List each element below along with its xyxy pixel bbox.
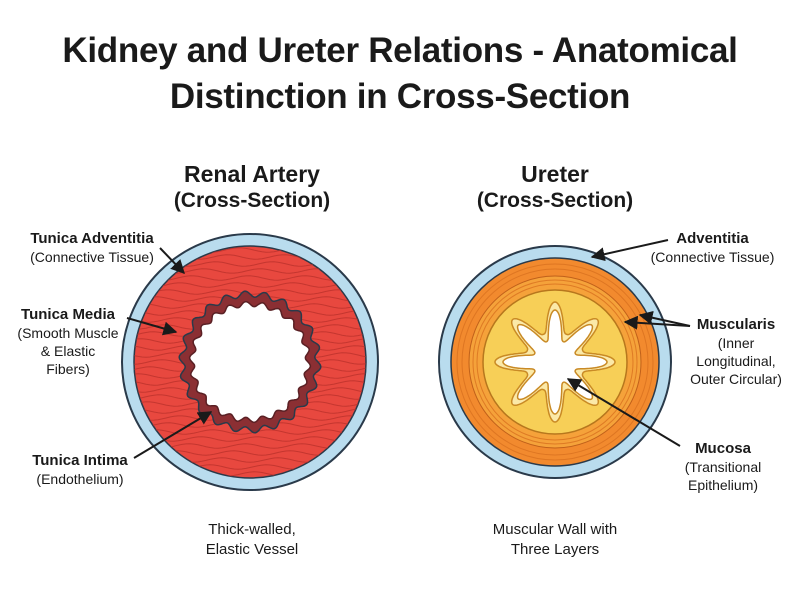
label-muscularis-name: Muscularis [696,316,776,333]
leader-mucosa [566,378,681,447]
ureter-cross-section [438,245,672,479]
title-line-1: Kidney and Ureter Relations - Anatomical [62,31,738,70]
ureter-caption-line-2: Three Layers [510,541,600,558]
artery-heading: Renal Artery (Cross-Section) [102,160,402,214]
label-tunica-adventitia-name: Tunica Adventitia [30,230,154,247]
ureter-muscle-rings [456,263,654,461]
label-muscularis-desc-3: Outer Circular) [690,371,782,387]
label-tunica-adventitia: Tunica Adventitia (Connective Tissue) [12,230,172,266]
label-tunica-media-name: Tunica Media [21,306,115,323]
label-muscularis-desc-1: (Inner [717,335,755,351]
media-fiber-line [134,429,366,435]
label-adventitia: Adventitia (Connective Tissue) [640,230,785,266]
media-fiber-line [134,436,366,442]
muscle-ring-line [461,268,649,456]
label-tunica-media: Tunica Media (Smooth Muscle & Elastic Fi… [8,306,128,378]
renal-artery-cross-section [121,233,379,491]
artery-heading-title: Renal Artery [184,161,320,187]
ureter-heading: Ureter (Cross-Section) [405,160,705,214]
label-adventitia-name: Adventitia [676,230,749,247]
artery-caption: Thick-walled, Elastic Vessel [122,520,382,560]
artery-lumen [188,300,312,424]
label-adventitia-desc: (Connective Tissue) [650,249,775,265]
ureter-heading-title: Ureter [521,161,589,187]
page-title: Kidney and Ureter Relations - Anatomical… [0,28,800,120]
label-mucosa-name: Mucosa [695,440,751,457]
artery-heading-subtitle: (Cross-Section) [173,189,331,212]
label-tunica-media-desc-1: (Smooth Muscle [17,325,119,341]
label-leader-lines [126,239,691,459]
muscle-ring-line [476,283,634,441]
ureter-heading-subtitle: (Cross-Section) [476,189,634,212]
leader-tunica-media [126,317,178,336]
media-fiber-line [134,282,366,288]
label-mucosa-desc-1: (Transitional [684,459,762,475]
media-fiber-line [134,275,366,281]
muscle-ring-line [456,263,654,461]
label-tunica-media-desc-2: & Elastic [40,343,96,359]
label-mucosa: Mucosa (Transitional Epithelium) [668,440,778,494]
label-mucosa-desc-2: Epithelium) [687,477,759,493]
leader-adventitia [590,239,669,262]
ureter-caption: Muscular Wall with Three Layers [425,520,685,560]
label-tunica-adventitia-desc: (Connective Tissue) [30,249,154,265]
ureter-lumen [502,309,608,415]
artery-caption-line-1: Thick-walled, [208,521,296,538]
muscle-ring-line [472,279,638,445]
ureter-caption-line-1: Muscular Wall with [492,521,618,538]
leader-tunica-intima [133,411,213,459]
leader-tunica-adventitia [159,247,185,275]
artery-caption-line-2: Elastic Vessel [205,541,299,558]
title-line-2: Distinction in Cross-Section [169,77,631,116]
label-tunica-intima-desc: (Endothelium) [36,471,124,487]
label-muscularis: Muscularis (Inner Longitudinal, Outer Ci… [680,316,792,388]
label-muscularis-desc-2: Longitudinal, [696,353,776,369]
leader-muscularis-2 [638,310,691,327]
label-tunica-intima: Tunica Intima (Endothelium) [20,452,140,488]
leader-muscularis-1 [623,315,691,330]
label-tunica-media-desc-3: Fibers) [46,361,90,377]
label-tunica-intima-name: Tunica Intima [32,452,128,469]
